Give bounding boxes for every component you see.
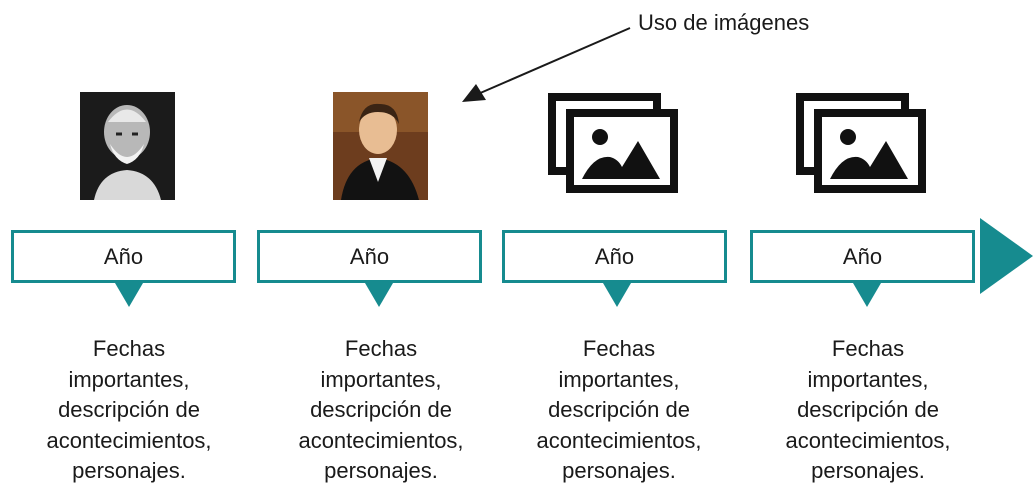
- year-pointer: [853, 283, 881, 307]
- year-pointer: [365, 283, 393, 307]
- bust-portrait: [80, 92, 175, 200]
- event-description: Fechas importantes, descripción de acont…: [785, 336, 951, 483]
- event-description: Fechas importantes, descripción de acont…: [536, 336, 702, 483]
- image-placeholder-icon: [548, 93, 678, 193]
- year-pointer: [603, 283, 631, 307]
- event-description: Fechas importantes, descripción de acont…: [46, 336, 212, 483]
- year-box: Año: [257, 230, 482, 283]
- year-box: Año: [502, 230, 727, 283]
- annotation-label: Uso de imágenes: [638, 10, 810, 35]
- man-portrait: [333, 92, 428, 200]
- event-description: Fechas importantes, descripción de acont…: [298, 336, 464, 483]
- year-box: Año: [11, 230, 236, 283]
- year-pointer: [115, 283, 143, 307]
- timeline-arrow-icon: [980, 218, 1033, 294]
- year-box: Año: [750, 230, 975, 283]
- image-placeholder-icon: [796, 93, 926, 193]
